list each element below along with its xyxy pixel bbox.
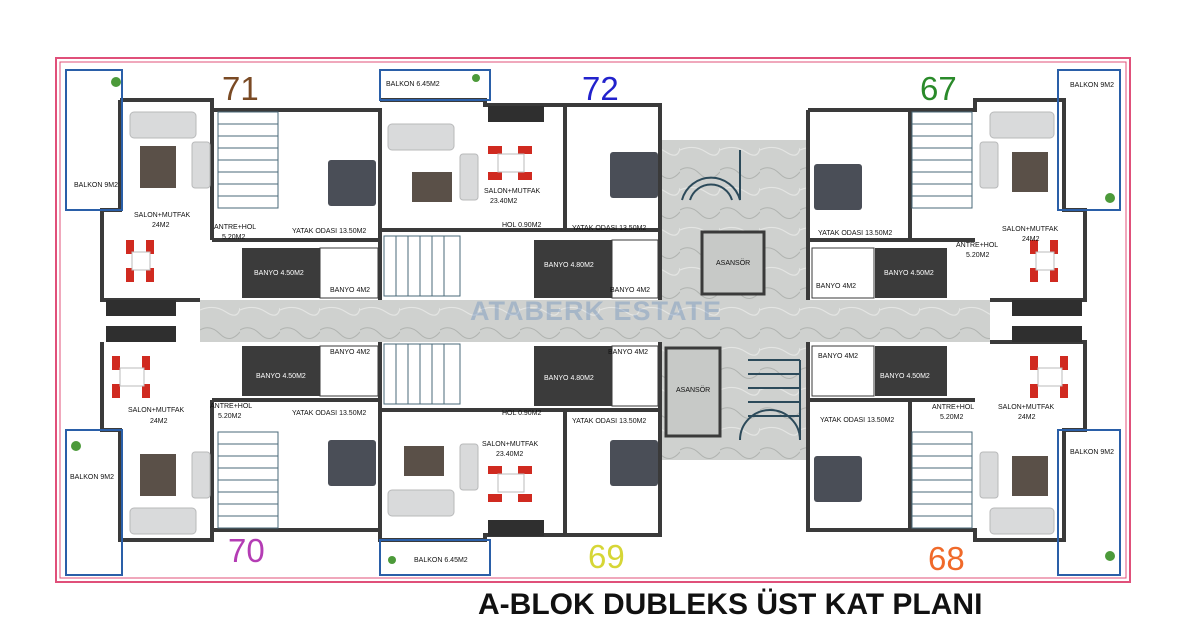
label-balkon: BALKON 6.45M2 [386, 81, 440, 88]
label-salon: SALON+MUTFAK [134, 212, 191, 219]
label-salon-area: 24M2 [152, 222, 170, 229]
label-antre-area: 5.20M2 [940, 414, 964, 421]
label-antre-area: 5.20M2 [218, 413, 242, 420]
label-banyo-450: BANYO 4.50M2 [256, 373, 306, 380]
sofas [129, 111, 1055, 535]
kitchen-counters [106, 106, 1082, 536]
label-salon: SALON+MUTFAK [998, 404, 1055, 411]
label-banyo-4: BANYO 4M2 [330, 349, 371, 356]
unit-stairs [217, 111, 973, 529]
label-balkon: BALKON 9M2 [74, 182, 118, 189]
label-balkon: BALKON 9M2 [1070, 449, 1114, 456]
beds [328, 152, 862, 502]
label-hol: HOL 0.90M2 [502, 222, 542, 229]
bathrooms [242, 240, 947, 406]
label-salon-area: 24M2 [150, 418, 168, 425]
label-antre: ANTRE+HOL [956, 242, 999, 249]
label-banyo-4: BANYO 4M2 [330, 287, 371, 294]
unit-number-71: 71 [222, 70, 259, 107]
label-banyo-450: BANYO 4.50M2 [884, 270, 934, 277]
dining-sets [112, 146, 1068, 502]
label-antre: ANTRE+HOL [210, 403, 253, 410]
label-banyo-4: BANYO 4M2 [610, 287, 651, 294]
unit-68 [806, 340, 1087, 542]
unit-number-67: 67 [920, 70, 957, 107]
label-asansor: ASANSÖR [716, 260, 751, 267]
label-salon-area: 24M2 [1022, 236, 1040, 243]
label-yatak: YATAK ODASI 13.50M2 [572, 225, 647, 232]
label-salon: SALON+MUTFAK [482, 441, 539, 448]
label-yatak: YATAK ODASI 13.50M2 [818, 230, 893, 237]
label-antre-area: 5.20M2 [966, 252, 990, 259]
core-stairs [681, 150, 801, 441]
label-banyo-450: BANYO 4.50M2 [254, 270, 304, 277]
balconies [65, 69, 1121, 576]
elevator-top [700, 230, 766, 296]
label-banyo-4: BANYO 4M2 [816, 283, 857, 290]
label-yatak: YATAK ODASI 13.50M2 [572, 418, 647, 425]
label-balkon: BALKON 9M2 [1070, 82, 1114, 89]
plan-title: A-BLOK DUBLEKS ÜST KAT PLANI [478, 588, 983, 621]
unit-number-68: 68 [928, 540, 965, 577]
unit-number-69: 69 [588, 538, 625, 575]
unit-number-70: 70 [228, 532, 265, 569]
label-hol: HOL 0.90M2 [502, 410, 542, 417]
corridor [200, 300, 990, 342]
label-salon: SALON+MUTFAK [1002, 226, 1059, 233]
outer-frame [55, 57, 1131, 583]
plants [71, 74, 1115, 564]
label-salon-area: 23.40M2 [490, 198, 518, 205]
label-antre: ANTRE+HOL [214, 224, 257, 231]
label-banyo-4: BANYO 4M2 [818, 353, 859, 360]
small-bathrooms [319, 239, 875, 407]
label-balkon: BALKON 6.45M2 [414, 557, 468, 564]
unit-number-72: 72 [582, 70, 619, 107]
label-yatak: YATAK ODASI 13.50M2 [820, 417, 895, 424]
label-salon: SALON+MUTFAK [128, 407, 185, 414]
label-banyo-4: BANYO 4M2 [608, 349, 649, 356]
label-yatak: YATAK ODASI 13.50M2 [292, 228, 367, 235]
label-banyo-480: BANYO 4.80M2 [544, 262, 594, 269]
unit-69 [378, 342, 662, 542]
rugs [140, 146, 1048, 496]
elevator-bottom [664, 346, 722, 438]
label-banyo-480: BANYO 4.80M2 [544, 375, 594, 382]
label-antre-area: 5.20M2 [222, 234, 246, 241]
label-banyo-450: BANYO 4.50M2 [880, 373, 930, 380]
label-salon: SALON+MUTFAK [484, 188, 541, 195]
label-salon-area: 24M2 [1018, 414, 1036, 421]
label-balkon: BALKON 9M2 [70, 474, 114, 481]
label-asansor: ASANSÖR [676, 387, 711, 394]
label-yatak: YATAK ODASI 13.50M2 [292, 410, 367, 417]
watermark: ATABERK ESTATE [470, 296, 722, 326]
label-salon-area: 23.40M2 [496, 451, 524, 458]
label-antre: ANTRE+HOL [932, 404, 975, 411]
unit-67 [806, 98, 1087, 302]
